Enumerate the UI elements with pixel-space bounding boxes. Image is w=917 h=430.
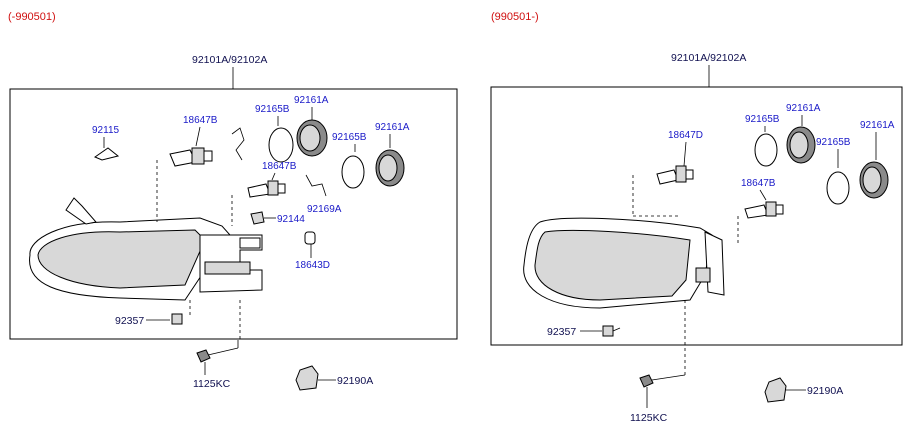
left-assembly-label[interactable]: 92101A/92102A	[192, 54, 267, 66]
right-part-92161A-cap-lower[interactable]	[859, 161, 889, 199]
left-part-92161A-cap-lower[interactable]	[375, 149, 405, 187]
left-label-92161A-lower[interactable]: 92161A	[375, 122, 410, 133]
left-part-92190A-bracket[interactable]	[295, 365, 319, 391]
left-label-92144[interactable]: 92144	[277, 214, 305, 225]
left-part-92144[interactable]	[250, 211, 265, 225]
left-part-92357-screw[interactable]	[171, 313, 183, 325]
left-label-92115[interactable]: 92115	[92, 125, 120, 136]
right-label-18647B[interactable]: 18647B	[741, 178, 776, 189]
left-label-18643D[interactable]: 18643D	[295, 260, 330, 271]
left-part-92115-clip[interactable]	[93, 147, 120, 161]
left-label-92165B-upper[interactable]: 92165B	[255, 104, 290, 115]
right-label-92190A[interactable]: 92190A	[807, 385, 843, 397]
left-part-92165B-ring-lower[interactable]	[341, 155, 365, 189]
left-part-18643D[interactable]	[304, 231, 316, 245]
right-part-92165B-ring-lower[interactable]	[826, 171, 850, 205]
left-label-92165B-lower[interactable]: 92165B	[332, 132, 367, 143]
right-part-1125KC-bolt[interactable]	[639, 374, 654, 388]
left-label-92161A-upper[interactable]: 92161A	[294, 95, 329, 106]
right-frame	[490, 86, 903, 346]
left-label-1125KC[interactable]: 1125KC	[193, 378, 231, 390]
left-part-92169A-wire[interactable]	[305, 174, 327, 197]
right-lamp-assembly[interactable]	[523, 217, 725, 309]
left-label-92190A[interactable]: 92190A	[337, 375, 373, 387]
right-part-18647D-bulb[interactable]	[656, 165, 694, 185]
right-part-92165B-ring-upper[interactable]	[754, 133, 778, 167]
left-label-18647B-top[interactable]: 18647B	[183, 115, 218, 126]
right-label-18647D[interactable]: 18647D	[668, 130, 703, 141]
left-part-18647B-bulb-top[interactable]	[169, 147, 213, 167]
right-assembly-label[interactable]: 92101A/92102A	[671, 52, 746, 64]
left-headlamp-assembly[interactable]	[29, 197, 263, 301]
left-part-92161A-cap-upper[interactable]	[296, 119, 328, 157]
left-label-92169A[interactable]: 92169A	[307, 204, 342, 215]
left-frame	[9, 88, 458, 340]
right-part-92190A-bracket[interactable]	[764, 377, 787, 403]
left-part-92165B-ring-upper[interactable]	[268, 127, 294, 163]
right-label-92357[interactable]: 92357	[547, 326, 576, 338]
left-label-92357[interactable]: 92357	[115, 315, 144, 327]
right-label-92161A-upper[interactable]: 92161A	[786, 103, 821, 114]
right-part-92357-screw[interactable]	[602, 325, 621, 337]
right-label-92165B-lower[interactable]: 92165B	[816, 137, 851, 148]
right-part-92161A-cap-upper[interactable]	[786, 126, 816, 164]
left-part-18647B-bulb-lower[interactable]	[247, 180, 286, 198]
left-part-1125KC-bolt[interactable]	[196, 349, 211, 363]
right-range-label: (990501-)	[491, 11, 539, 23]
left-range-label: (-990501)	[8, 11, 56, 23]
right-label-92165B-upper[interactable]: 92165B	[745, 114, 780, 125]
right-label-92161A-lower[interactable]: 92161A	[860, 120, 895, 131]
left-label-18647B-lower[interactable]: 18647B	[262, 161, 297, 172]
left-wire-harness	[231, 127, 245, 161]
right-part-18647B-bulb[interactable]	[744, 201, 784, 219]
right-label-1125KC[interactable]: 1125KC	[630, 412, 668, 424]
